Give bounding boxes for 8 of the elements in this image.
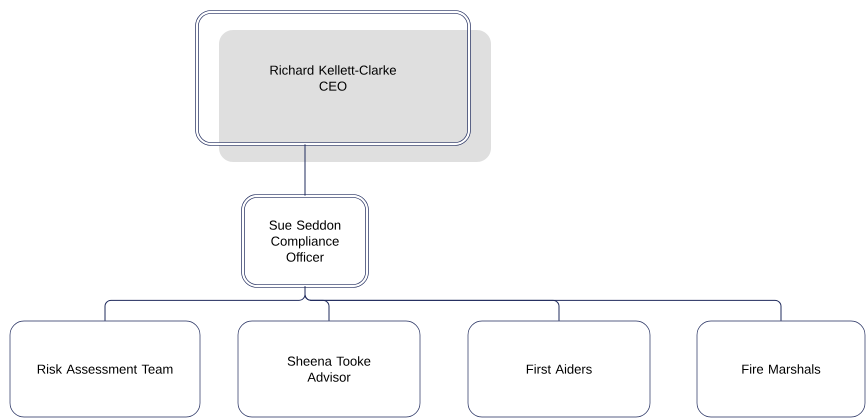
org-box: Sheena Tooke Advisor	[238, 320, 420, 418]
org-box: Richard Kellett-Clarke CEO	[195, 10, 471, 146]
org-box: Risk Assessment Team	[10, 320, 200, 418]
org-box: Fire Marshals	[696, 320, 866, 418]
org-box: Sue Seddon Compliance Officer	[241, 194, 369, 288]
connector-line	[304, 286, 782, 322]
org-box: First Aiders	[468, 320, 650, 418]
connector-line	[304, 144, 306, 196]
